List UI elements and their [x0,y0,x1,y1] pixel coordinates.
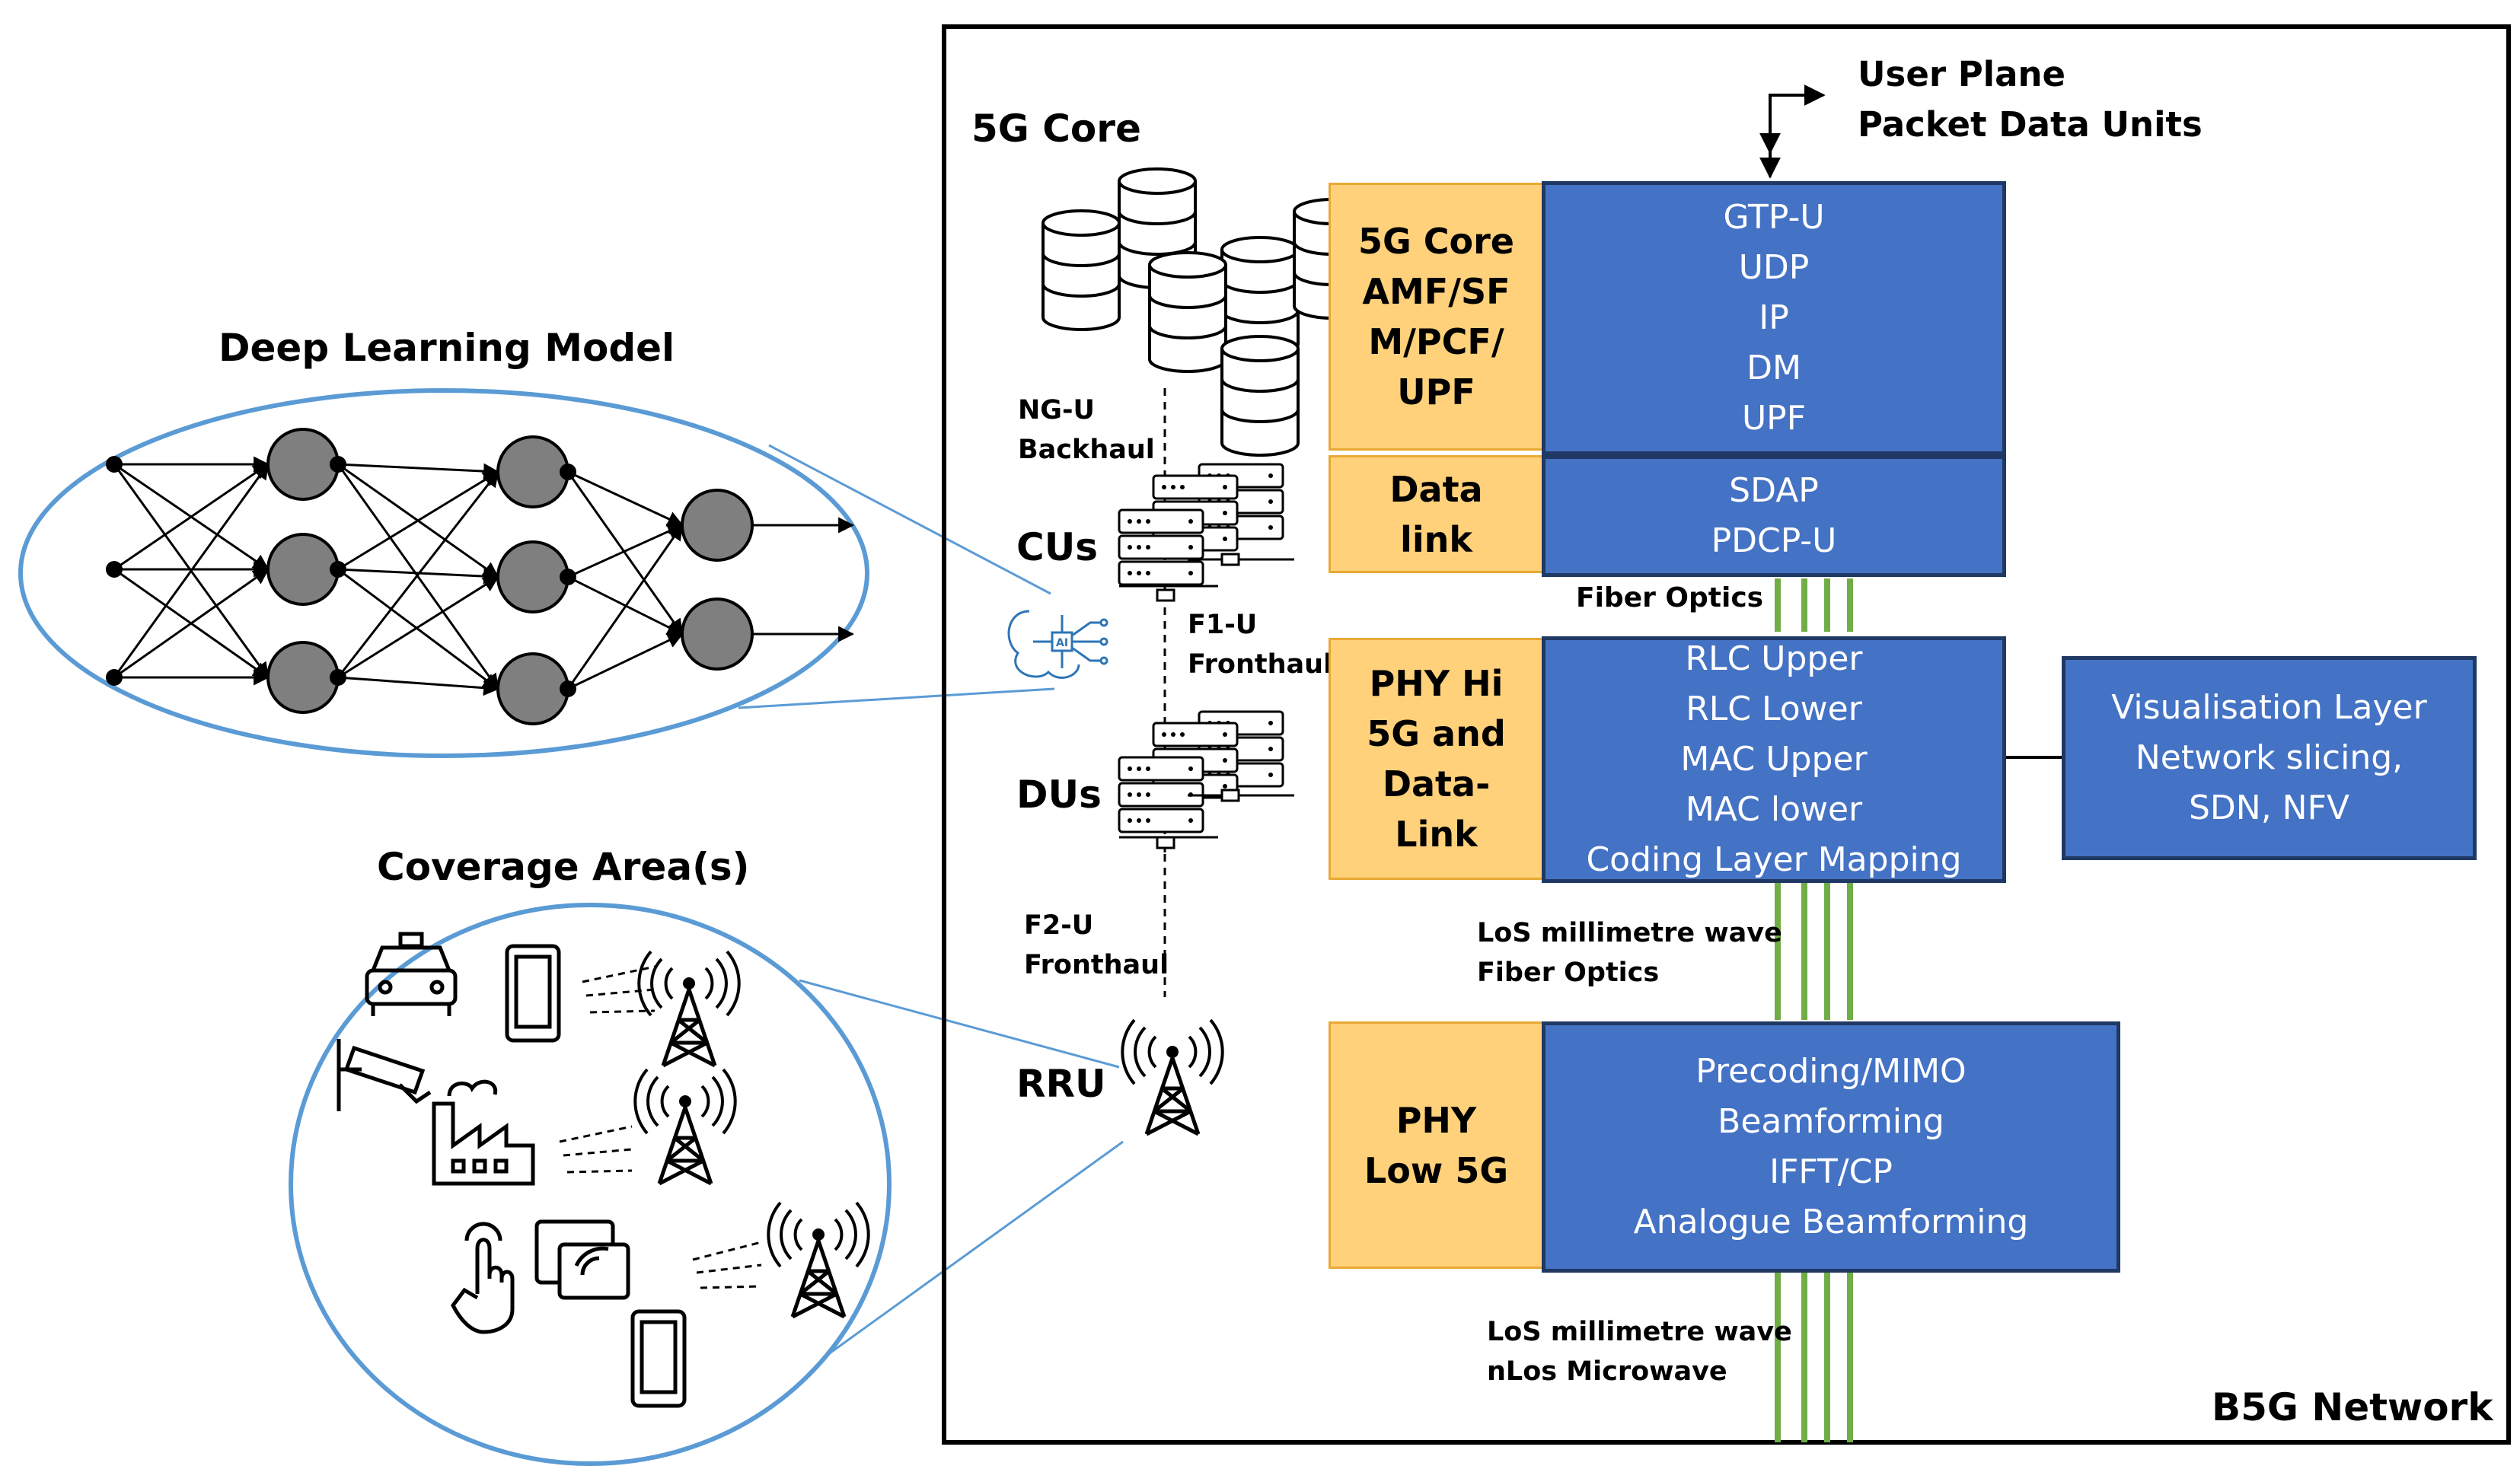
nn-edge [337,470,499,678]
nn-output-dot [330,456,346,473]
nn-edge [337,464,499,690]
touch-hand-icon [451,1222,515,1334]
nn-edge [337,463,500,480]
user-plane-arrow [1759,84,1826,155]
database-icon [1148,251,1227,373]
core-title: 5G Core [971,107,1141,151]
nn-edge [337,470,499,571]
coverage-line-top [799,979,1120,1069]
nn-edge [567,633,684,690]
deep-learning-title: Deep Learning Model [219,326,675,370]
nn-neuron [266,641,340,714]
nn-output-dot [560,569,576,585]
radio-tower-icon [639,951,738,1066]
radio-tower-icon [635,1069,735,1184]
nn-edge [566,471,684,636]
car-icon [365,932,458,1016]
nn-edge [113,463,270,571]
coverage-title: Coverage Area(s) [377,845,750,889]
b5g-network-label: B5G Network [2212,1385,2493,1429]
fiber-optics-label: Fiber Optics [1576,582,1764,613]
radio-tower-icon [1122,1020,1222,1134]
dus-label: DUs [1016,773,1102,817]
contactless-card-icon [534,1219,630,1300]
cus-label: CUs [1016,525,1099,569]
nn-edge [113,463,270,678]
nn-edge [113,568,270,679]
b5g-network-frame [942,24,2511,1445]
nn-neuron [266,533,340,606]
datalink-protocol-block: SDAP PDCP-U [1542,455,2006,577]
nn-neuron [681,489,754,562]
coverage-line-bottom [821,1140,1124,1360]
nn-neuron [496,435,569,508]
smartphone-icon [505,944,561,1043]
nn-edge [567,470,684,527]
nn-output-dot [560,680,576,697]
nn-input-node [106,561,123,578]
database-icon [1220,335,1300,457]
deep-learning-model [18,388,1055,758]
deep-learning-ellipse [18,388,869,758]
cu-servers-icon [1118,463,1294,602]
signal-rays [559,965,762,1289]
nn-neuron [266,428,340,501]
database-icon [1041,209,1121,331]
factory-icon [432,1079,535,1186]
nn-edge [567,524,684,578]
radio-tower-icon [768,1203,868,1317]
rru-label: RRU [1016,1062,1106,1106]
nn-output-dot [330,669,346,686]
nn-edge [337,575,499,679]
nn-output-dot [330,561,346,578]
phy-hi-protocol-block: RLC Upper RLC Lower MAC Upper MAC lower … [1542,636,2006,883]
nn-output-dot [560,464,576,480]
coverage-ellipse [289,903,892,1466]
ai-chip-icon: AI [1007,610,1108,679]
phy-low-protocol-block: Precoding/MIMO Beamforming IFFT/CP Analo… [1542,1021,2120,1273]
nn-input-node [106,456,123,473]
nn-neuron [496,652,569,725]
zoom-line-bottom [738,687,1055,709]
server-icon [1118,508,1204,586]
cctv-camera-icon [337,1039,432,1111]
nn-neuron [681,597,754,671]
nn-neuron [496,540,569,613]
core-protocol-block: GTP-U UDP IP DM UPF [1542,181,2006,455]
visualisation-layer-block: Visualisation Layer Network slicing, SDN… [2062,656,2477,860]
fiber-link-lines [1775,578,1853,1442]
zoom-line-top [768,444,1051,595]
nn-input-node [106,669,123,686]
nn-edge [337,676,500,696]
coverage-area [289,903,1124,1466]
nn-edge [337,568,499,690]
svg-text:AI: AI [1056,637,1068,649]
smartphone-icon [630,1309,687,1408]
nn-edge [566,524,684,690]
du-servers-icon [1118,710,1294,852]
